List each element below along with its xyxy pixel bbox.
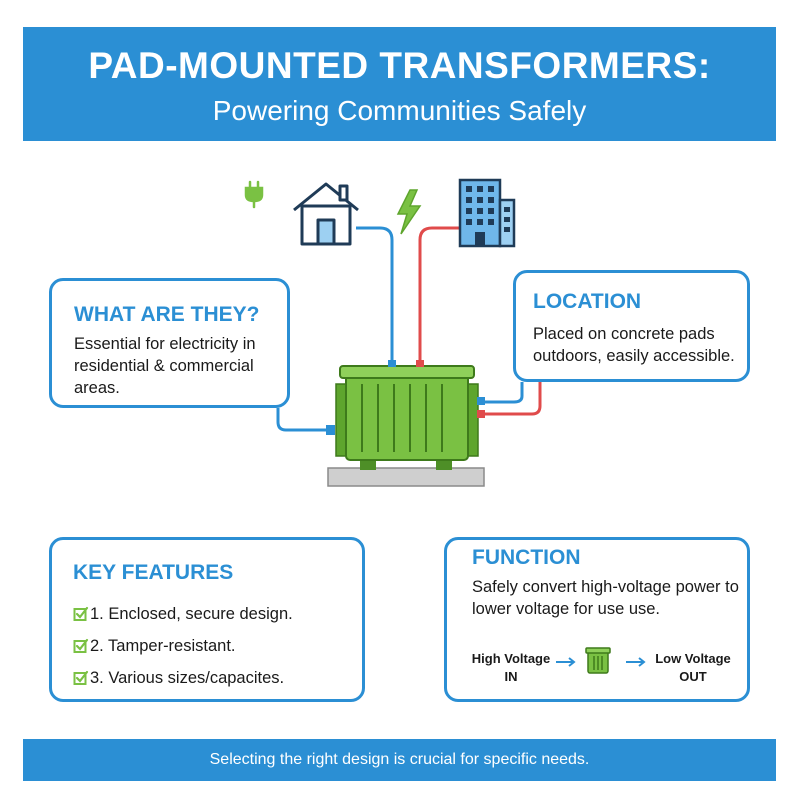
- arrow-right-icon: [626, 657, 646, 667]
- red-wire-building: [418, 226, 460, 366]
- header-banner: PAD-MOUNTED TRANSFORMERS: Powering Commu…: [23, 27, 776, 141]
- key-features-card: KEY FEATURES 1. Enclosed, secure design.…: [49, 537, 365, 702]
- lightning-icon: [396, 189, 422, 235]
- check-box-icon: [73, 638, 89, 653]
- feature-item: 2. Tamper-resistant.: [73, 630, 363, 662]
- what-are-they-text: Essential for electricity in residential…: [74, 335, 256, 397]
- feature-item: 1. Enclosed, secure design.: [73, 598, 363, 630]
- footer-text: Selecting the right design is crucial fo…: [209, 751, 590, 768]
- transformer-icon: [326, 360, 485, 487]
- building-icon: [458, 178, 516, 248]
- what-are-they-title: WHAT ARE THEY?: [74, 303, 260, 326]
- feature-item: 3. Various sizes/capacites.: [73, 662, 363, 694]
- check-box-icon: [73, 670, 89, 685]
- location-card: LOCATION Placed on concrete pads outdoor…: [513, 270, 750, 382]
- feature-item-label: 1. Enclosed, secure design.: [90, 604, 293, 623]
- transformer-icon: [585, 647, 611, 674]
- voltage-flow: High Voltage IN Low Voltage OUT: [447, 644, 747, 694]
- feature-item-label: 3. Various sizes/capacites.: [90, 668, 285, 687]
- plug-icon: [244, 180, 264, 209]
- low-voltage-label: Low Voltage OUT: [655, 651, 731, 684]
- arrow-right-icon: [556, 657, 576, 667]
- footer-banner: Selecting the right design is crucial fo…: [23, 739, 776, 781]
- function-text: Safely convert high-voltage power to low…: [472, 578, 739, 618]
- page-subtitle: Powering Communities Safely: [212, 95, 587, 126]
- function-card: FUNCTION Safely convert high-voltage pow…: [444, 537, 750, 702]
- red-wire-location: [482, 382, 542, 416]
- blue-wire-location: [482, 382, 524, 404]
- key-features-list: 1. Enclosed, secure design. 2. Tamper-re…: [73, 598, 363, 694]
- blue-wire-house: [356, 226, 394, 366]
- check-box-icon: [73, 606, 89, 621]
- high-voltage-label: High Voltage IN: [471, 651, 551, 684]
- key-features-title: KEY FEATURES: [73, 561, 234, 584]
- page-title: PAD-MOUNTED TRANSFORMERS:: [88, 45, 711, 86]
- function-title: FUNCTION: [472, 546, 581, 569]
- house-icon: [293, 182, 359, 246]
- location-title: LOCATION: [533, 290, 642, 313]
- what-are-they-card: WHAT ARE THEY? Essential for electricity…: [49, 278, 290, 408]
- blue-wire-what: [276, 408, 332, 432]
- location-text: Placed on concrete pads outdoors, easily…: [533, 325, 735, 365]
- feature-item-label: 2. Tamper-resistant.: [90, 636, 236, 655]
